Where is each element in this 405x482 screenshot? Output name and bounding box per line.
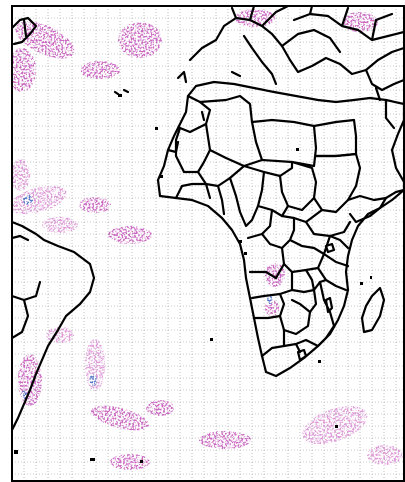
western-sahara (166, 140, 180, 154)
grid-layer (12, 6, 404, 481)
lake-malawi (324, 296, 334, 314)
border-nigeria-cameroon (246, 204, 290, 240)
border-east-africa (316, 234, 350, 292)
south-america-border-north (12, 234, 30, 242)
border-layer (12, 6, 404, 432)
cloud-core-layer (21, 195, 273, 399)
cloud-patch-west-coast (12, 159, 78, 233)
border-horn (384, 188, 404, 200)
europe-borders-a (230, 6, 342, 54)
middle-east-borders (364, 68, 404, 130)
border-chad (278, 160, 318, 212)
south-america-border-b (22, 280, 42, 302)
iberia-border (22, 18, 28, 38)
border-mozambique (308, 280, 336, 348)
border-morocco (178, 94, 212, 134)
cloud-patch-south-atlantic-2 (90, 400, 174, 431)
cape-verde (113, 88, 130, 96)
cloud-patch-nw (12, 21, 75, 92)
lake-victoria (324, 242, 336, 254)
cloud-field-layer (12, 9, 403, 470)
map-frame-border (11, 5, 405, 482)
border-mauritania (174, 126, 212, 174)
border-algeria (198, 94, 264, 168)
cloud-patch-north-atlantic (80, 22, 162, 79)
cloud-patch-south-central (110, 431, 251, 470)
border-sudan (312, 152, 362, 214)
british-isles-edge (176, 70, 206, 122)
border-west-africa (174, 170, 266, 228)
south-america-coastline (12, 220, 96, 432)
cloud-patch-equatorial (79, 197, 152, 244)
europe-borders-b (292, 6, 404, 42)
border-ethiopia (346, 194, 388, 224)
small-island-marks (14, 94, 372, 463)
iberia-coast (12, 16, 38, 46)
madagascar (360, 286, 386, 334)
cloud-patch-brazil (18, 354, 42, 406)
italy (230, 34, 278, 86)
lesotho (296, 348, 308, 362)
south-america-border-a (12, 294, 30, 340)
